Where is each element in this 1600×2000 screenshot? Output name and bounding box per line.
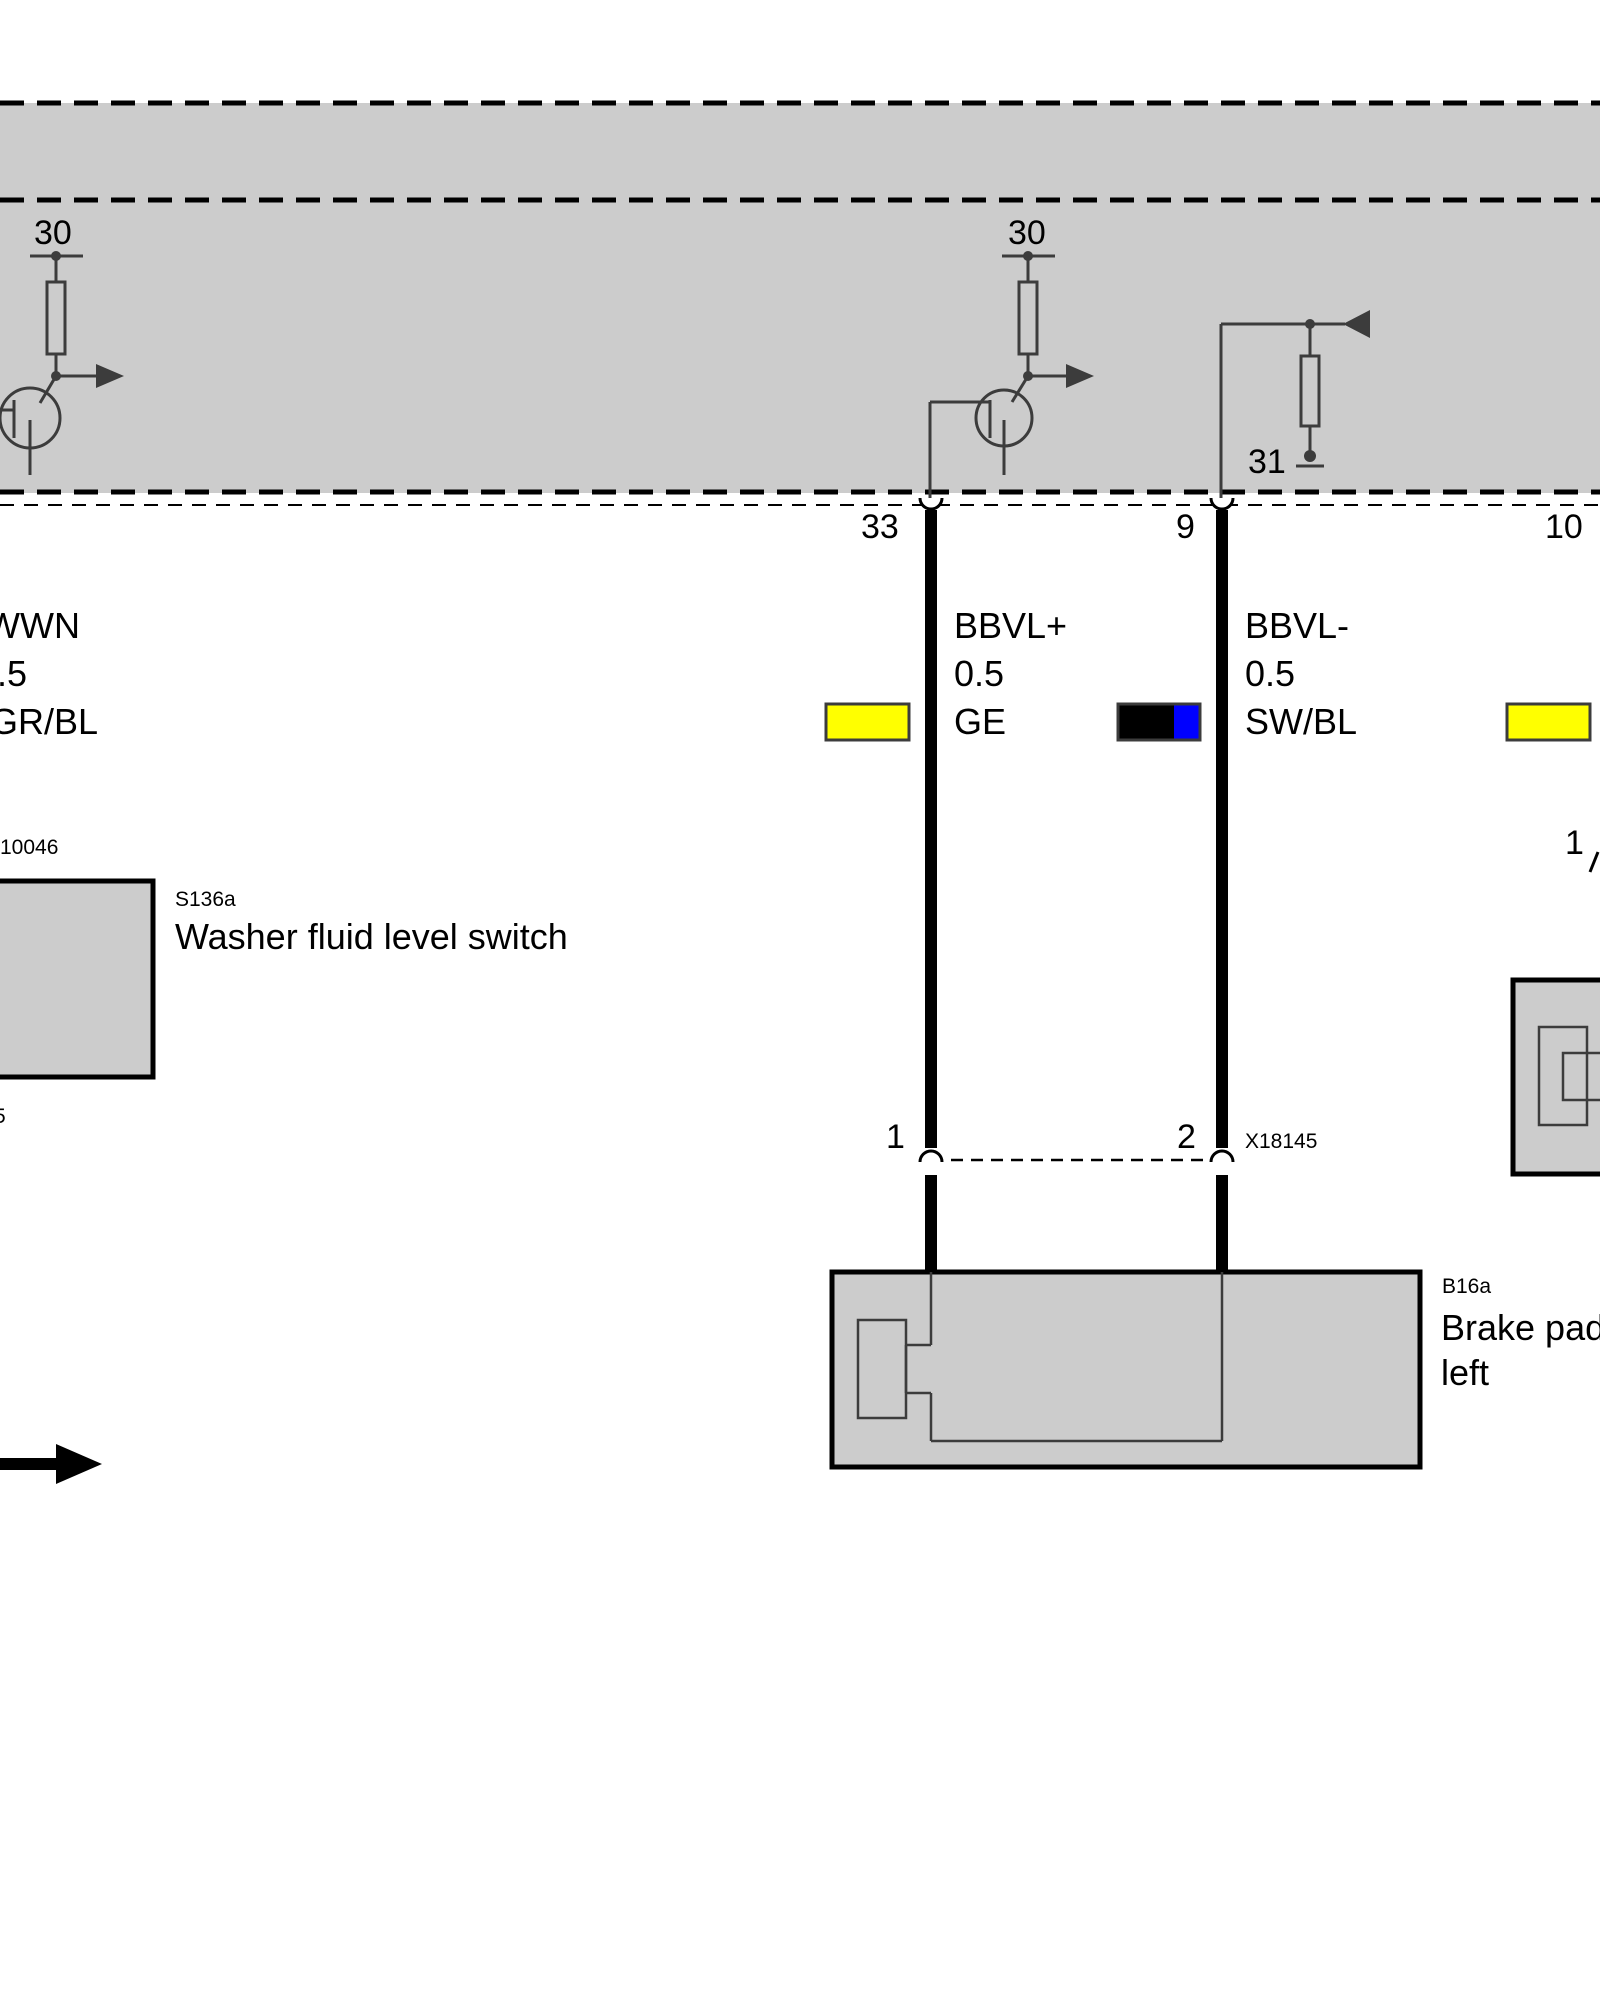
- flow-arrow-icon: [0, 1444, 102, 1484]
- sensor-element-icon: [856, 1318, 908, 1420]
- arrow-icon: [96, 364, 124, 388]
- wire-color-code-bbvl-plus: GE: [954, 701, 1006, 742]
- connector-pin-33: [918, 497, 944, 511]
- connector-pin-9: [1209, 497, 1235, 511]
- washer-bottom-fragment: 5: [0, 1105, 6, 1128]
- washer-fluid-level-switch: 10046 S136a Washer fluid level switch 5: [0, 836, 568, 1128]
- module-band: [0, 103, 1600, 493]
- wire-color-code-bbvl-minus: SW/BL: [1245, 701, 1357, 742]
- connector-pin-2: [1209, 1149, 1235, 1163]
- washer-switch-box: [0, 878, 156, 1080]
- left-wire-signal: WWN: [0, 605, 80, 646]
- left-wire-cross-section: .5: [0, 653, 27, 694]
- washer-connector-fragment: 10046: [0, 836, 58, 859]
- terminal-30-mid-label: 30: [1008, 214, 1046, 252]
- pin-33-label: 33: [861, 508, 899, 546]
- control-module: [0, 100, 1600, 506]
- mid-transistor-driver: 30: [928, 214, 1094, 498]
- washer-switch-ref: S136a: [175, 888, 236, 911]
- pin-connectors: [918, 497, 1235, 511]
- resistor-pullup: [1299, 354, 1321, 428]
- arrow-icon: [1066, 364, 1094, 388]
- wire-color-swatch-pin10: [1505, 702, 1592, 742]
- pin-10-label: 10: [1545, 508, 1583, 546]
- brake-pad-sensor-name-2: left: [1441, 1352, 1489, 1393]
- connector-x18145: 1 2 X18145: [886, 1118, 1317, 1163]
- wire-bbvl-plus-labels: BBVL+ 0.5 GE: [824, 605, 1067, 742]
- wires: [925, 510, 1228, 1272]
- right-component-box: [1510, 977, 1600, 1177]
- brake-pad-sensor: B16a Brake pad left: [829, 1269, 1600, 1470]
- arrow-icon: [1343, 310, 1370, 338]
- right-component: 1: [1510, 824, 1600, 1177]
- connector-id-label: X18145: [1245, 1130, 1317, 1153]
- resistor-left: [45, 280, 67, 356]
- wire-bbvl-minus-labels: BBVL- 0.5 SW/BL: [1116, 605, 1357, 742]
- wire-color-swatch-sw: [1118, 704, 1174, 740]
- resistor-mid: [1017, 280, 1039, 356]
- wire-signal-bbvl-plus: BBVL+: [954, 605, 1067, 646]
- connector-pin-1-label: 1: [886, 1118, 905, 1156]
- wire-color-swatch-ge: [824, 702, 911, 742]
- right-sensor-element-icon: [1537, 1025, 1589, 1127]
- wire-cross-section-bbvl-minus: 0.5: [1245, 653, 1295, 694]
- right-component-pin-label: 1: [1565, 824, 1584, 862]
- pullup-ground-circuit: 31: [1219, 310, 1370, 498]
- terminal-30-left-label: 30: [34, 214, 72, 252]
- brake-pad-sensor-name-1: Brake pad: [1441, 1307, 1600, 1348]
- connector-pin-2-label: 2: [1177, 1118, 1196, 1156]
- left-transistor-driver: 30: [0, 214, 124, 475]
- left-wire-labels: WWN .5 GR/BL: [0, 605, 98, 742]
- brake-pad-sensor-box: [829, 1269, 1423, 1470]
- wire-signal-bbvl-minus: BBVL-: [1245, 605, 1349, 646]
- left-wire-color-code: GR/BL: [0, 701, 98, 742]
- washer-switch-name: Washer fluid level switch: [175, 916, 568, 957]
- connector-pin-1: [918, 1149, 944, 1163]
- pin-9-label: 9: [1176, 508, 1195, 546]
- terminal-31-label: 31: [1248, 443, 1286, 481]
- wire-cross-section-bbvl-plus: 0.5: [954, 653, 1004, 694]
- brake-pad-sensor-ref: B16a: [1442, 1275, 1491, 1298]
- wire-color-swatch-bl: [1174, 704, 1200, 740]
